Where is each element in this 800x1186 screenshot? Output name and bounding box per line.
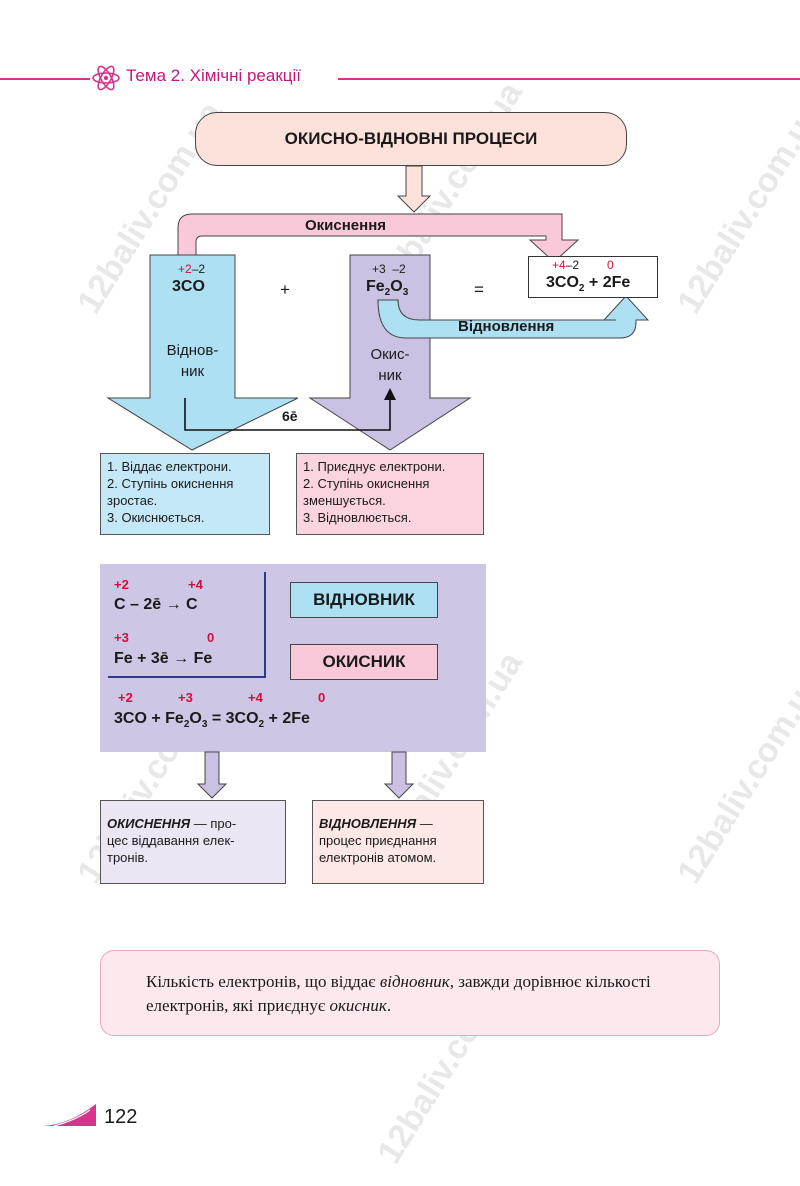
reactant1-formula: 3CO xyxy=(172,278,205,295)
rule-text: Кількість електронів, що віддає відновни… xyxy=(146,972,651,1015)
plus-sign: + xyxy=(280,280,290,299)
oxidizer-info-box: 1. Приєднує електрони. 2. Ступінь окисне… xyxy=(296,453,484,535)
scheme-arrows xyxy=(106,165,650,451)
product-box xyxy=(528,256,658,298)
electrons-label: 6ē xyxy=(282,408,298,424)
page-header-title: Тема 2. Хімічні реакції xyxy=(126,66,302,85)
half-reaction-oxidation: C – 2ē → C xyxy=(114,596,198,613)
r1-ox-right: +4 xyxy=(188,577,203,592)
header-rule-left xyxy=(0,78,90,80)
header-rule-right xyxy=(338,78,800,80)
r2-ox-right: 0 xyxy=(207,630,215,645)
r1-ox-left: +2 xyxy=(114,577,129,592)
full-ox-4: 0 xyxy=(318,690,326,705)
product-formula: 3CO2 + 2Fe xyxy=(546,274,631,295)
reduction-label: Відновлення xyxy=(458,318,555,335)
r2-ox-left: +3 xyxy=(114,630,129,645)
reduction-definition-box: ВІДНОВЛЕННЯ — процес приєднання електрон… xyxy=(312,800,484,884)
oxidizer-word: Окис-ник xyxy=(370,346,410,384)
rule-box xyxy=(100,950,720,1036)
atom-icon xyxy=(92,65,120,91)
page-corner-ornament xyxy=(44,1104,96,1127)
full-ox-3: +4 xyxy=(248,690,263,705)
half-reactions-bracket xyxy=(108,572,266,678)
reactant1-oxidation-states: +2–2 xyxy=(178,262,206,276)
page-number: 122 xyxy=(104,1106,138,1128)
oxidation-label: Окиснення xyxy=(305,217,387,234)
reducer-word: Віднов-ник xyxy=(166,342,219,380)
reducer-label-box: ВІДНОВНИК xyxy=(290,582,438,618)
reactant2-oxidation-states: +3 –2 xyxy=(372,262,406,276)
full-ox-2: +3 xyxy=(178,690,193,705)
equals-sign: = xyxy=(474,280,484,299)
full-equation: 3CO + Fe2O3 = 3CO2 + 2Fe xyxy=(114,710,310,731)
half-reaction-reduction: Fe + 3ē → Fe xyxy=(114,650,213,667)
reducer-info-box: 1. Віддає електрони. 2. Ступінь окисненн… xyxy=(100,453,270,535)
reactant2-formula: Fe2O3 xyxy=(366,278,409,299)
oxidation-definition-box: ОКИСНЕННЯ — про- цес віддавання елек- тр… xyxy=(100,800,286,884)
oxidizer-label-box: ОКИСНИК xyxy=(290,644,438,680)
full-ox-1: +2 xyxy=(118,690,133,705)
definition-arrows xyxy=(196,751,415,799)
scheme-title: ОКИСНО-ВІДНОВНІ ПРОЦЕСИ xyxy=(284,129,538,148)
scheme-title-box xyxy=(195,112,627,166)
